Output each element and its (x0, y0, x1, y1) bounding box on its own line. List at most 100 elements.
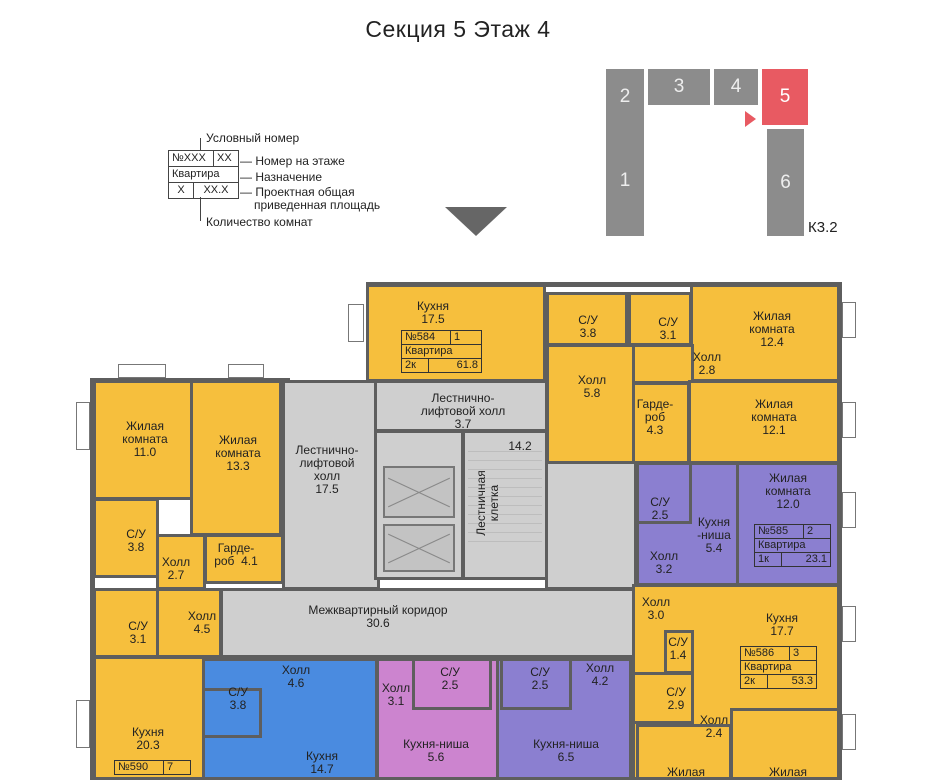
label-line: С/У (668, 635, 688, 649)
legend-label-conditional: Условный номер (206, 131, 300, 145)
room-kitchen-584 (366, 284, 546, 382)
current-position-arrow-icon (745, 111, 756, 127)
legend-line-bottom (200, 197, 201, 221)
label-line: 5.8 (583, 386, 601, 400)
label-line: 4.3 (646, 423, 664, 437)
legend-label-area-2: приведенная площадь (254, 198, 381, 212)
legend-type-cell: Квартира (172, 168, 220, 180)
window (76, 402, 90, 450)
label-garderob-4-1: Гарде-роб 4.1 (214, 542, 258, 568)
label-line: 14.7 (310, 762, 334, 776)
label-line: С/У (666, 685, 686, 699)
apartment-type: Квартира (758, 539, 806, 551)
label-line: 3.0 (647, 608, 665, 622)
apartment-rooms: 2к (741, 675, 768, 688)
label-line: 20.3 (136, 738, 160, 752)
label-line: С/У (128, 619, 148, 633)
lift-1 (383, 466, 455, 518)
room-hall-4-5 (156, 588, 222, 658)
keymap-section-3[interactable]: 3 (648, 69, 710, 105)
info-row: Квартира (741, 661, 816, 675)
room-su-2-5c (500, 658, 572, 710)
label-line: Межквартирный коридор (308, 603, 448, 617)
window (76, 700, 90, 748)
room-living-13-3 (190, 380, 282, 536)
lift-2 (383, 524, 455, 572)
legend-area-cell: XX.X (203, 184, 229, 196)
label-line: 5.6 (427, 750, 445, 764)
room-su-3-1b (93, 588, 159, 658)
apartment-rooms: 1к (755, 553, 782, 566)
label-line: клетка (487, 484, 501, 522)
legend-line-top (200, 138, 201, 150)
label-line: комната (749, 322, 795, 336)
legend-rooms-cell: X (169, 183, 194, 198)
apartment-area: 61.8 (456, 359, 478, 371)
label-line: 3.1 (387, 694, 405, 708)
label-line: Холл (692, 350, 722, 364)
label-line: комната (765, 484, 811, 498)
label-line: 12.4 (760, 335, 784, 349)
label-line: Жилая (219, 433, 257, 447)
label-line: Кухня (765, 611, 799, 625)
label-line: 17.5 (315, 482, 339, 496)
label-line: Лестнично- (431, 391, 495, 405)
room-su-2-9 (632, 672, 694, 724)
label-line: 12.0 (776, 497, 800, 511)
room-su-2-5b (412, 658, 492, 710)
label-living-bottom-2: Жилая (769, 765, 807, 779)
label-line: Холл (187, 609, 217, 623)
keymap-section-4[interactable]: 4 (714, 69, 758, 105)
apartment-rooms: 2к (402, 359, 429, 372)
apartment-type: Квартира (405, 345, 453, 357)
label-line: 3.1 (659, 328, 677, 342)
label-line: -ниша (697, 528, 731, 542)
legend-row-number: №XXX XX (169, 151, 238, 167)
label-line: С/У (440, 665, 460, 679)
wall (366, 282, 842, 287)
info-row: 1к 23.1 (755, 553, 830, 566)
label-line: С/У (658, 315, 678, 329)
apartment-number: №586 (741, 647, 790, 660)
room-apartment-violet (496, 658, 632, 780)
room-su-3-8c (202, 688, 262, 738)
label-line: С/У (578, 313, 598, 327)
keymap-section-5[interactable]: 5 (762, 69, 808, 125)
legend-floor-cell: XX (217, 152, 232, 164)
label-line: 11.0 (133, 445, 157, 459)
window (842, 606, 856, 642)
label-line: 3.8 (127, 540, 145, 554)
label-line: С/У (530, 665, 550, 679)
legend-number-cell: №XXX (169, 151, 214, 166)
label-line: комната (751, 410, 797, 424)
keymap-section-6[interactable]: 6 (767, 129, 804, 236)
page-title: Секция 5 Этаж 4 (365, 16, 551, 42)
keymap-section-3-label: 3 (673, 76, 685, 97)
window (348, 304, 364, 342)
legend-label-area: — Проектная общая (240, 185, 355, 199)
apartment-area: 23.1 (805, 553, 827, 565)
label-line: 2.8 (698, 363, 716, 377)
room-garderob-4-1 (204, 534, 284, 584)
keymap-section-2[interactable]: 2 (606, 69, 644, 124)
keymap-section-1-label: 1 (619, 170, 631, 191)
